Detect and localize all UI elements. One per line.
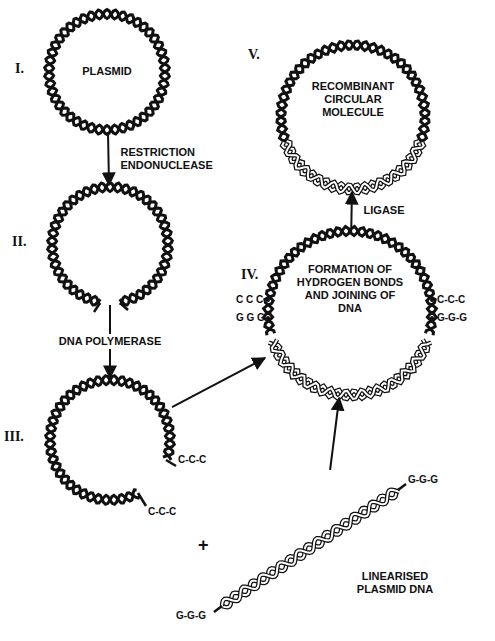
dna-stage: LINEARISED PLASMID DNA — [200, 470, 440, 630]
enzyme-label: DNA POLYMERASE — [57, 334, 163, 349]
stage-label: PLASMID — [67, 65, 147, 78]
dna-stage: III. — [48, 378, 172, 502]
stage-label: LINEARISED PLASMID DNA — [350, 570, 440, 596]
base-label: C C C — [236, 294, 263, 306]
insert-dna-strand — [286, 141, 424, 193]
base-label: G G G — [236, 312, 265, 324]
hydrogen-bond-dot — [266, 298, 270, 302]
base-label: C-C-C — [178, 454, 206, 466]
dna-stage: I.PLASMID — [47, 12, 167, 132]
plasmid-dna-strand — [48, 183, 173, 305]
process-arrow — [172, 358, 265, 407]
base-label: G-G-G — [176, 610, 206, 622]
process-arrow — [350, 192, 353, 228]
enzyme-label: RESTRICTION ENDONUCLEASE — [119, 145, 233, 173]
plasmid-dna-strand — [277, 41, 429, 142]
stage-label: FORMATION OF HYDROGEN BONDS AND JOINING … — [295, 263, 405, 315]
plus-sign: + — [198, 534, 209, 556]
hydrogen-bond-dot — [266, 316, 270, 320]
insert-dna-strand — [272, 340, 431, 400]
plasmid-dna-strand — [46, 376, 175, 505]
plasmid-dna-strand — [45, 10, 170, 134]
stage-number: V. — [248, 48, 274, 61]
dna-stage: IV.FORMATION OF HYDROGEN BONDS AND JOINI… — [265, 228, 435, 398]
sticky-end — [398, 484, 406, 490]
hydrogen-bond-dot — [430, 316, 434, 320]
sticky-end — [166, 460, 176, 466]
stage-number: III. — [4, 430, 40, 443]
plasmid-dna-strand — [264, 227, 437, 336]
insert-dna-strand — [286, 141, 424, 193]
sticky-end — [214, 606, 222, 612]
process-arrow — [108, 132, 109, 185]
stage-number: IV. — [241, 268, 267, 281]
stage-number: I. — [15, 62, 39, 75]
insert-dna-strand — [272, 340, 431, 400]
plasmid-dna-strand — [264, 227, 437, 336]
base-label: C-C-C — [148, 506, 176, 518]
base-label: C-C-C — [437, 294, 465, 306]
base-label: G-G-G — [408, 474, 438, 486]
enzyme-label: LIGASE — [362, 203, 407, 218]
plasmid-dna-strand — [277, 41, 429, 142]
hydrogen-bond-dot — [430, 298, 434, 302]
stage-number: II. — [12, 235, 42, 248]
plasmid-dna-strand — [45, 10, 170, 134]
sticky-end — [138, 493, 146, 506]
base-label: G-G-G — [437, 312, 467, 324]
process-arrow — [330, 398, 339, 470]
dna-stage: II. — [50, 185, 170, 305]
dna-stage: V.RECOMBINANT CIRCULAR MOLECULE — [278, 42, 428, 192]
plasmid-dna-strand — [46, 376, 175, 505]
stage-label: RECOMBINANT CIRCULAR MOLECULE — [303, 80, 403, 119]
plasmid-dna-strand — [48, 183, 173, 306]
sticky-end — [94, 303, 100, 312]
sticky-end — [120, 303, 128, 310]
